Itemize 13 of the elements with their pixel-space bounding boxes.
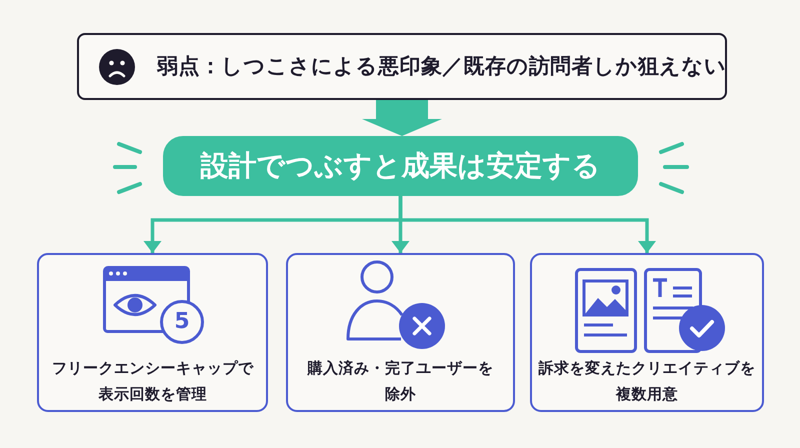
feature-card xyxy=(286,253,515,412)
card-caption: 訴求を変えたクリエイティブを複数用意 xyxy=(537,358,756,405)
note-box xyxy=(77,33,727,100)
card-caption: 購入済み・完了ユーザーを除外 xyxy=(306,358,494,405)
block-arrow xyxy=(362,100,442,136)
feature-card xyxy=(37,253,268,412)
count-badge: 5 xyxy=(160,300,204,344)
headline-text: 設計でつぶすと成果は安定する xyxy=(199,148,602,184)
arrow xyxy=(398,196,656,253)
card-caption: フリークエンシーキャップで表示回数を管理 xyxy=(50,358,254,405)
note-text: 弱点：しつこさによる悪印象／既存の訪問者しか狙えない xyxy=(157,53,726,80)
feature-card xyxy=(530,253,764,412)
headline-banner xyxy=(163,136,638,196)
